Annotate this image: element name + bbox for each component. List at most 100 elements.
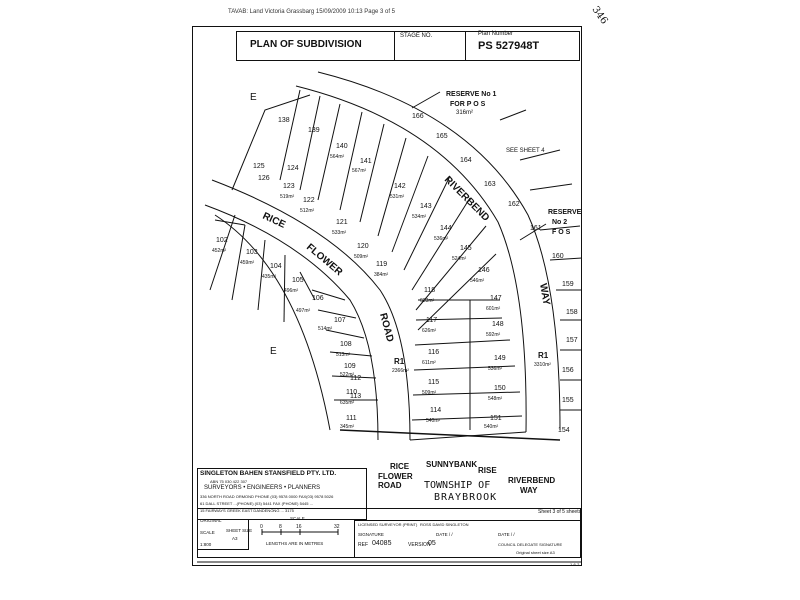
- lot-159: 159: [562, 281, 574, 288]
- riverbend-way-west-edge: [295, 85, 527, 433]
- lot-151: 151: [490, 415, 502, 422]
- area-140: 564m²: [330, 154, 345, 160]
- lot-104: 104: [270, 263, 282, 270]
- lot-126: 126: [258, 175, 270, 182]
- stage-label: STAGE NO.: [400, 33, 433, 39]
- version-value: 05: [428, 540, 436, 547]
- lot-108: 108: [340, 341, 352, 348]
- area-109: 522m²: [340, 372, 355, 378]
- lot-165: 165: [436, 133, 448, 140]
- lot-124: 124: [287, 165, 299, 172]
- lot-140: 140: [336, 143, 348, 150]
- area-120: 509m²: [354, 254, 369, 260]
- r1-right-area: 3310m²: [534, 362, 551, 368]
- reserve2-no: No 2: [552, 219, 567, 226]
- lot-164: 164: [460, 157, 472, 164]
- lot-115: 115: [428, 379, 439, 386]
- street-rice: RICE: [390, 462, 410, 471]
- reserve1-use: FOR P O S: [450, 101, 486, 108]
- r1-left-area: 2366m²: [392, 368, 409, 374]
- area-122: 512m²: [300, 208, 315, 214]
- lot-107: 107: [334, 317, 346, 324]
- e-top: E: [250, 92, 257, 103]
- lot-110: 110: [346, 389, 357, 396]
- surveyor-address-2: 61 DALL STREET ...(PHONE) (03) 5441 FAX …: [200, 501, 313, 506]
- ref-label: REF: [358, 542, 368, 548]
- lot-148: 148: [492, 321, 504, 328]
- original-label: ORIGINAL: [200, 518, 222, 523]
- lot-158: 158: [566, 309, 578, 316]
- area-105: 435m²: [262, 274, 277, 280]
- area-148: 592m²: [486, 332, 501, 338]
- surveyor-address-3: 15 FAIRWAYS GREEK EAST DANDENONG ... 317…: [200, 508, 294, 513]
- signature-cell: [354, 520, 581, 558]
- scale-value: 1:800: [200, 542, 212, 547]
- area-119: 384m²: [374, 272, 389, 278]
- title-block: [236, 31, 580, 61]
- lot-111: 111: [346, 415, 357, 422]
- lot-138: 138: [278, 117, 290, 124]
- lot-145: 145: [460, 245, 472, 252]
- stage-box: [394, 31, 466, 61]
- lot-143: 143: [420, 203, 432, 210]
- r1-right: R1: [538, 351, 549, 360]
- area-144: 536m²: [434, 236, 449, 242]
- scale-cell: [197, 520, 249, 550]
- lot-120: 120: [357, 243, 369, 250]
- council-signature-label: COUNCIL DELEGATE SIGNATURE: [498, 542, 563, 547]
- road-label-way: WAY: [537, 283, 552, 307]
- header-strip: TAVAB: Land Victoria Grassbarg 15/09/200…: [228, 9, 395, 15]
- road-label-rice: RICE: [261, 211, 288, 231]
- lot-141: 141: [360, 158, 372, 165]
- lengths-note: LENGTHS ARE IN METRES: [266, 541, 324, 546]
- lot-154: 154: [558, 427, 570, 434]
- signature-label: SIGNATURE: [358, 532, 384, 537]
- ref-value: 04085: [372, 540, 392, 547]
- lot-112: 112: [350, 375, 361, 382]
- lot-119: 119: [376, 261, 387, 268]
- see-sheet-label: SEE SHEET 4: [506, 148, 545, 154]
- lot-162: 162: [508, 201, 520, 208]
- lot-121: 121: [336, 219, 348, 226]
- area-146: 546m²: [470, 278, 485, 284]
- reserve2-label: RESERVE: [548, 209, 582, 216]
- lot-103: 103: [246, 249, 258, 256]
- lot-142: 142: [394, 183, 406, 190]
- surveyor-address-1: 336 NORTH ROAD ORMOND PHONE (03) 9578 00…: [200, 494, 334, 499]
- area-117: 626m²: [422, 328, 437, 334]
- plan-number-label: Plan Number: [478, 31, 514, 37]
- lot-150: 150: [494, 385, 506, 392]
- plan-title: PLAN OF SUBDIVISION: [250, 39, 362, 50]
- lot-123: 123: [283, 183, 295, 190]
- version-label: VERSION: [408, 542, 431, 548]
- lot-149: 149: [494, 355, 506, 362]
- lot-116: 116: [428, 349, 439, 356]
- township-label: TOWNSHIP OF: [424, 480, 491, 491]
- area-104: 459m²: [240, 260, 255, 266]
- area-147: 601m²: [486, 306, 501, 312]
- lot-166: 166: [412, 113, 424, 120]
- lot-157: 157: [566, 337, 578, 344]
- township-name: BRAYBROOK: [434, 492, 498, 503]
- plan-number: PS 527948T: [478, 40, 540, 52]
- lots-west-boundary: [231, 94, 311, 191]
- area-151: 540m²: [484, 424, 499, 430]
- page-tag: 1-6-2: [570, 562, 580, 567]
- date-1: DATE / /: [436, 532, 453, 537]
- lot-109: 109: [344, 363, 356, 370]
- lot-118: 118: [424, 287, 435, 294]
- area-115: 509m²: [422, 390, 437, 396]
- plan-frame: [192, 26, 582, 566]
- area-108: 513m²: [336, 352, 351, 358]
- surveyor-print-label: LICENSED SURVEYOR (PRINT): [358, 522, 418, 527]
- reserve1-label: RESERVE No 1: [446, 91, 497, 98]
- area-121: 533m²: [332, 230, 347, 236]
- sheet-count: Sheet 3 of 5 sheets: [538, 509, 582, 515]
- lot-160: 160: [552, 253, 564, 260]
- lot-106: 106: [312, 295, 324, 302]
- rice-flower-road-north-edge: [211, 179, 411, 441]
- lot-139: 139: [308, 127, 320, 134]
- lot-156: 156: [562, 367, 574, 374]
- lot-163: 163: [484, 181, 496, 188]
